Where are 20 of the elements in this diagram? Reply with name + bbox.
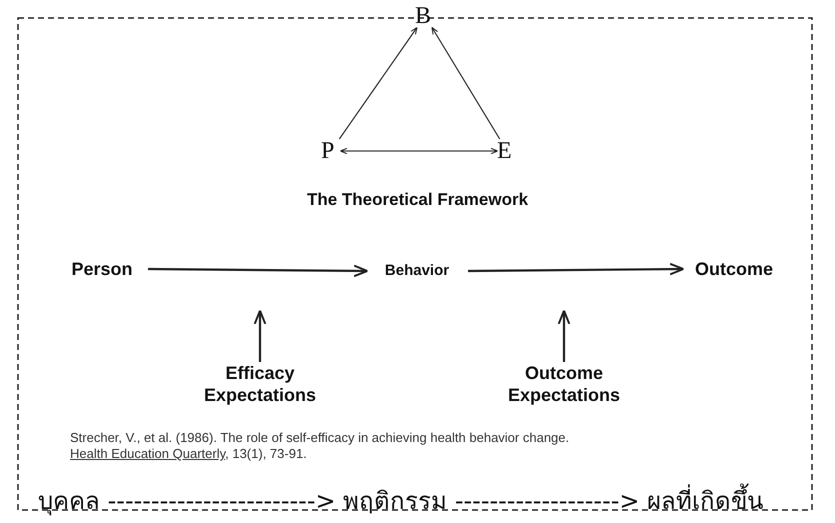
arrow (340, 148, 498, 154)
vertex-letter: P (321, 139, 341, 163)
arrow (468, 262, 684, 276)
concept-label: Person (62, 258, 142, 280)
concept-label: Outcome (688, 258, 780, 280)
citation-text: Strecher, V., et al. (1986). The role of self-efficacy in achieving health behavior change. (70, 430, 570, 445)
vertex-letter: E (497, 139, 517, 163)
citation-details: , 13(1), 73-91. (225, 446, 307, 461)
arrow (338, 26, 418, 140)
arrow (431, 26, 500, 140)
vertex-letter: B (415, 4, 435, 28)
thai-flow-text: บุคคล ------------------------> พฤติกรรม -------------------> ผลที่เกิดขึ้น (38, 484, 764, 518)
concept-label: Outcome Expectations (474, 362, 654, 406)
arrow (254, 310, 266, 362)
concept-label: Behavior (372, 260, 462, 282)
arrow (558, 310, 570, 362)
arrow (148, 264, 368, 278)
diagram-title: The Theoretical Framework (306, 190, 530, 210)
journal-title: Health Education Quarterly (70, 446, 226, 461)
concept-label: Efficacy Expectations (170, 362, 350, 406)
